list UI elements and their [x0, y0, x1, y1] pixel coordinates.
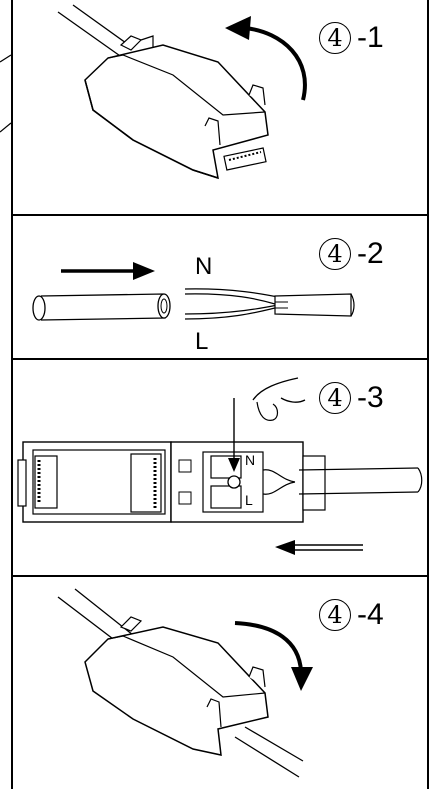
panel-divider	[13, 214, 427, 216]
connector-closing-illustration	[57, 588, 313, 778]
panel-step-4-4: 4-4	[13, 577, 427, 789]
neutral-wire-label: N	[195, 253, 213, 280]
step-label-4-3: 4-3	[319, 380, 384, 415]
wire-insertion-illustration	[17, 377, 423, 555]
step-number-circle: 4	[319, 238, 351, 271]
stray-lines	[0, 54, 12, 133]
step-label-4-1: 4-1	[319, 20, 384, 55]
step-label-4-4: 4-4	[319, 597, 384, 632]
instruction-sheet: 4-1 4-2 N L	[11, 0, 429, 789]
panel-step-4-3: 4-3	[13, 360, 427, 575]
connector-closed-illustration	[57, 4, 307, 180]
step-number-circle: 4	[319, 599, 351, 632]
terminal-n-label: N	[245, 452, 256, 468]
panel-step-4-2: 4-2 N L	[13, 216, 427, 358]
panel-divider	[13, 575, 427, 577]
terminal-l-label: L	[245, 492, 253, 508]
step-suffix: -2	[357, 237, 384, 271]
step-suffix: -1	[357, 21, 384, 55]
step-suffix: -4	[357, 598, 384, 632]
step-label-4-2: 4-2	[319, 236, 384, 271]
panel-step-4-1: 4-1	[13, 0, 427, 214]
wire-stripping-illustration	[32, 262, 355, 321]
step-number-circle: 4	[319, 382, 351, 415]
live-wire-label: L	[195, 328, 209, 355]
step-suffix: -3	[357, 381, 384, 415]
panel-divider	[13, 358, 427, 360]
step-number-circle: 4	[319, 22, 351, 55]
